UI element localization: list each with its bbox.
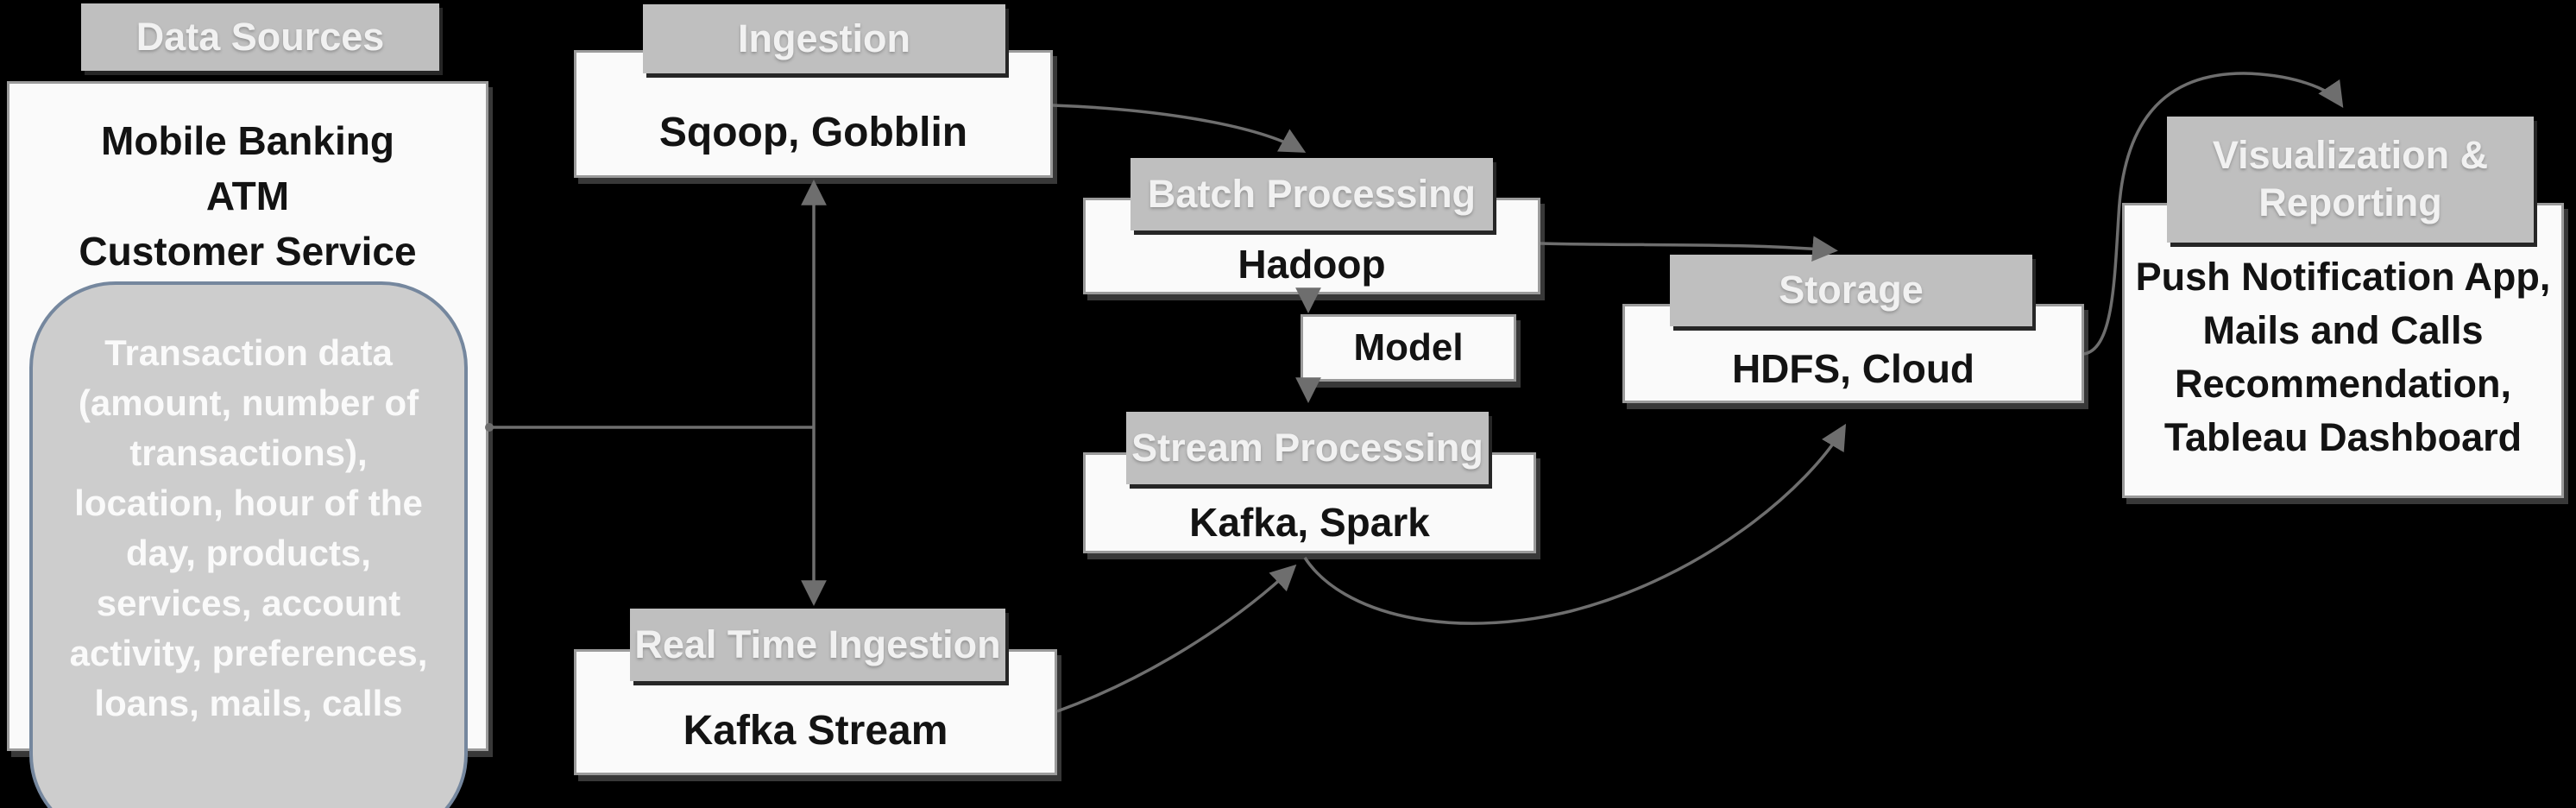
batch-processing-header: Batch Processing	[1131, 158, 1493, 230]
model-box: Model	[1301, 314, 1516, 382]
ingestion-header: Ingestion	[643, 4, 1005, 73]
transaction-data-detail: Transaction data (amount, number of tran…	[29, 281, 468, 808]
data-sources-header: Data Sources	[81, 3, 439, 71]
connector-rti-to-stream	[1056, 564, 1297, 713]
real-time-ingestion-header: Real Time Ingestion	[630, 609, 1005, 681]
storage-header: Storage	[1670, 255, 2032, 326]
visualization-reporting-header: Visualization & Reporting	[2167, 117, 2534, 243]
connector-ingestion-to-batch	[1052, 104, 1307, 153]
visualization-reporting-box: Push Notification App, Mails and Calls R…	[2122, 203, 2564, 498]
connector-batch-to-storage	[1540, 236, 1838, 262]
stream-processing-header: Stream Processing	[1126, 412, 1489, 484]
